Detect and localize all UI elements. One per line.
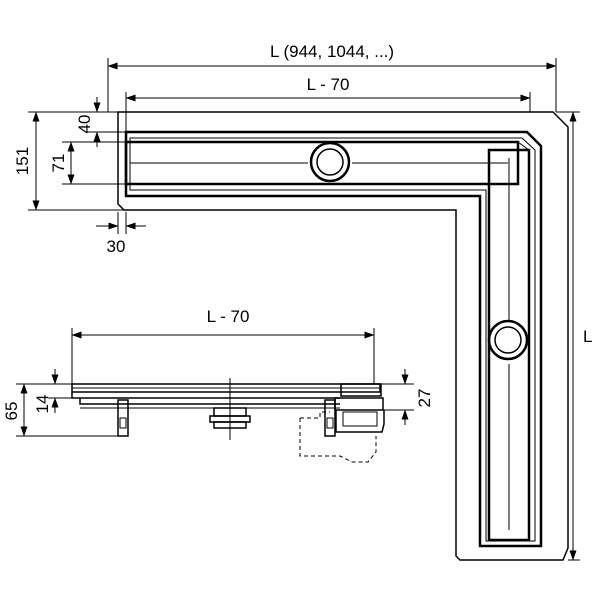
dim-offset-top: 40 — [75, 97, 126, 147]
dim-inner-length: L - 70 — [125, 75, 531, 132]
drain-outlet-horizontal — [309, 141, 351, 183]
plan-view: L (944, 1044, ...) L - 70 151 40 — [13, 42, 592, 561]
plan-outer-outline — [117, 111, 569, 561]
dim-total-length-label: L (944, 1044, ...) — [270, 42, 394, 61]
dim-section-outlet-height-label: 27 — [415, 389, 434, 408]
dim-section-plate-height-label: 14 — [33, 395, 52, 414]
section-outlet-assembly — [299, 383, 385, 463]
dim-channel-height-label: 71 — [49, 154, 68, 173]
section-center-drain — [209, 378, 251, 440]
plan-inner-frame — [124, 130, 543, 548]
dim-section-length: L - 70 — [71, 307, 375, 384]
horizontal-channel — [124, 140, 520, 186]
dim-height-label: 151 — [13, 147, 32, 175]
section-view: L - 70 65 14 27 — [2, 307, 434, 463]
dim-inner-length-label: L - 70 — [307, 75, 350, 94]
dim-section-total-height: 65 — [2, 383, 118, 437]
section-foot-right — [324, 399, 336, 437]
dim-total-length: L (944, 1044, ...) — [107, 42, 557, 112]
dim-height: 151 — [13, 111, 124, 211]
dim-vertical-length: L — [556, 111, 592, 561]
dim-offset-left-label: 30 — [107, 237, 126, 256]
dim-section-length-label: L - 70 — [207, 307, 250, 326]
dim-channel-height: 71 — [49, 141, 126, 185]
drain-outlet-vertical — [487, 319, 529, 361]
dim-vertical-length-label: L — [583, 327, 592, 346]
dim-section-outlet-height: 27 — [381, 369, 434, 425]
dim-section-total-height-label: 65 — [2, 402, 21, 421]
plan-inner-frame-2 — [129, 137, 536, 542]
dim-offset-top-label: 40 — [75, 115, 94, 134]
dim-section-plate-height: 14 — [33, 369, 72, 413]
dim-offset-left: 30 — [96, 212, 146, 256]
section-foot-left — [117, 399, 129, 437]
